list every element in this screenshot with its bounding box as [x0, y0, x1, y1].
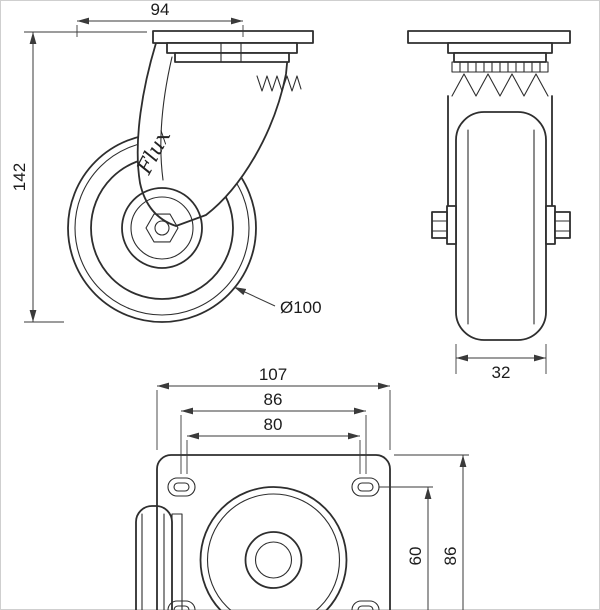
axle-washer-right — [545, 205, 556, 245]
axle-hex-nut — [145, 213, 179, 243]
axle-nut-left — [431, 211, 448, 239]
dim-60-label: 60 — [406, 547, 425, 566]
bolt-slot-bottom-left — [167, 600, 196, 610]
slot-inner — [357, 605, 374, 610]
bearing-zigzag-detail — [451, 73, 549, 97]
dim-60-vertical: 60 — [379, 486, 433, 610]
hub-inner-circle — [130, 196, 194, 260]
mounting-plate-side — [152, 30, 314, 44]
front-view — [407, 30, 571, 341]
dim-142-label: 142 — [10, 163, 29, 191]
wheel-hub — [121, 187, 203, 269]
axle-washer-left — [446, 205, 457, 245]
axle-nut-right — [554, 211, 571, 239]
slot-outer — [351, 477, 380, 497]
kingpin-hole-circle — [254, 541, 293, 579]
bearing-ball-band — [451, 61, 549, 97]
slot-outer — [351, 600, 380, 610]
kingpin-boss-circle — [244, 531, 303, 589]
diameter-label: Ø100 — [280, 298, 322, 317]
axle-center-hole — [154, 220, 170, 236]
slot-outer — [167, 477, 196, 497]
wheel-plan-outline — [135, 505, 173, 610]
wheel-front-outline — [455, 111, 547, 341]
dim-32-label: 32 — [492, 363, 511, 382]
axle-assembly — [431, 205, 571, 245]
dim-94: 94 — [76, 0, 244, 37]
swivel-race-lower-front — [453, 52, 547, 63]
dim-86v-label: 86 — [441, 547, 460, 566]
dim-86-vertical: 86 — [394, 454, 469, 610]
diameter-leader-line — [233, 286, 276, 307]
bolt-slot-top-left — [167, 477, 196, 497]
dim-wheel-diameter: Ø100 — [233, 286, 322, 317]
dim-80: 80 — [186, 415, 361, 474]
dim-86h-label: 86 — [264, 390, 283, 409]
dim-86-horizontal: 86 — [180, 390, 367, 474]
slot-inner — [357, 482, 374, 492]
dim-80-label: 80 — [264, 415, 283, 434]
side-view: Flux — [67, 30, 314, 323]
swivel-race-upper-front — [447, 42, 553, 54]
swivel-fork — [136, 42, 290, 227]
swivel-race-lower — [174, 52, 290, 63]
fork-inner-edge — [160, 56, 173, 181]
bolt-slot-bottom-right — [351, 600, 380, 610]
dim-107: 107 — [156, 365, 391, 450]
fork-leg-plan — [171, 513, 183, 610]
hub-outer-circle — [121, 187, 203, 269]
swivel-race-circle-outer — [199, 486, 348, 610]
slot-inner — [173, 482, 190, 492]
plan-view — [135, 454, 391, 610]
bolt-slot-top-right — [351, 477, 380, 497]
slot-outer — [167, 600, 196, 610]
dim-94-label: 94 — [151, 0, 170, 19]
mounting-plate-plan — [156, 454, 391, 610]
swivel-race-circle-inner — [206, 493, 341, 610]
bearing-ball-ticks — [459, 61, 541, 73]
dim-32: 32 — [455, 344, 547, 382]
slot-inner — [173, 605, 190, 610]
mounting-plate-front — [407, 30, 571, 44]
dim-142: 142 — [10, 31, 147, 323]
bearing-serration-detail — [256, 75, 302, 92]
swivel-race-upper — [166, 42, 298, 54]
dim-107-label: 107 — [259, 365, 287, 384]
